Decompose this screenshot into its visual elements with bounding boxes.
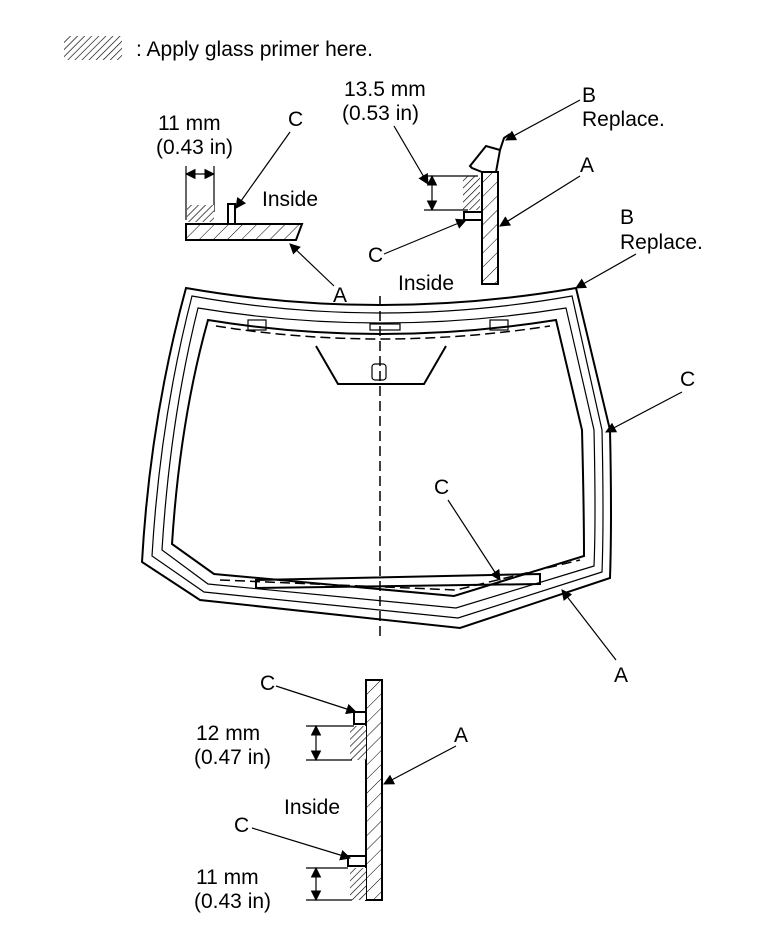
label-c: C [288,108,303,131]
windshield: B Replace. C C A [140,206,703,687]
dim-top-left-mm: 11 mm [158,112,221,135]
label-inside: Inside [398,272,454,295]
label-c: C [234,814,249,837]
detail-top-right: 13.5 mm (0.53 in) B Replace. A C Inside [342,78,665,295]
label-a: A [580,154,594,177]
dim-bottom-upper-in: (0.47 in) [194,746,271,769]
label-inside: Inside [262,188,318,211]
label-b: B [620,206,634,229]
detail-bottom: 12 mm (0.47 in) C 11 mm (0.43 in) C A In… [194,672,468,913]
dim-bottom-lower-mm: 11 mm [196,866,259,889]
label-c: C [368,244,383,267]
label-c: C [680,368,695,391]
dim-top-right-mm: 13.5 mm [344,78,426,101]
glass-section [185,223,304,241]
dim-top-right-in: (0.53 in) [342,102,419,125]
label-a: A [333,284,347,307]
label-b: B [582,84,596,107]
label-replace: Replace. [620,231,703,254]
label-c: C [260,672,275,695]
detail-top-left: 11 mm (0.43 in) C Inside A [156,108,347,307]
dim-bottom-lower-in: (0.43 in) [194,890,271,913]
label-a: A [614,664,628,687]
legend-text: : Apply glass primer here. [136,38,373,61]
dim-bottom-upper-mm: 12 mm [196,722,260,745]
legend: : Apply glass primer here. [64,36,373,61]
primer-swatch [64,36,122,60]
label-replace: Replace. [582,108,665,131]
label-a: A [454,724,468,747]
label-inside: Inside [284,796,340,819]
label-c: C [434,476,449,499]
dim-top-left-in: (0.43 in) [156,136,233,159]
